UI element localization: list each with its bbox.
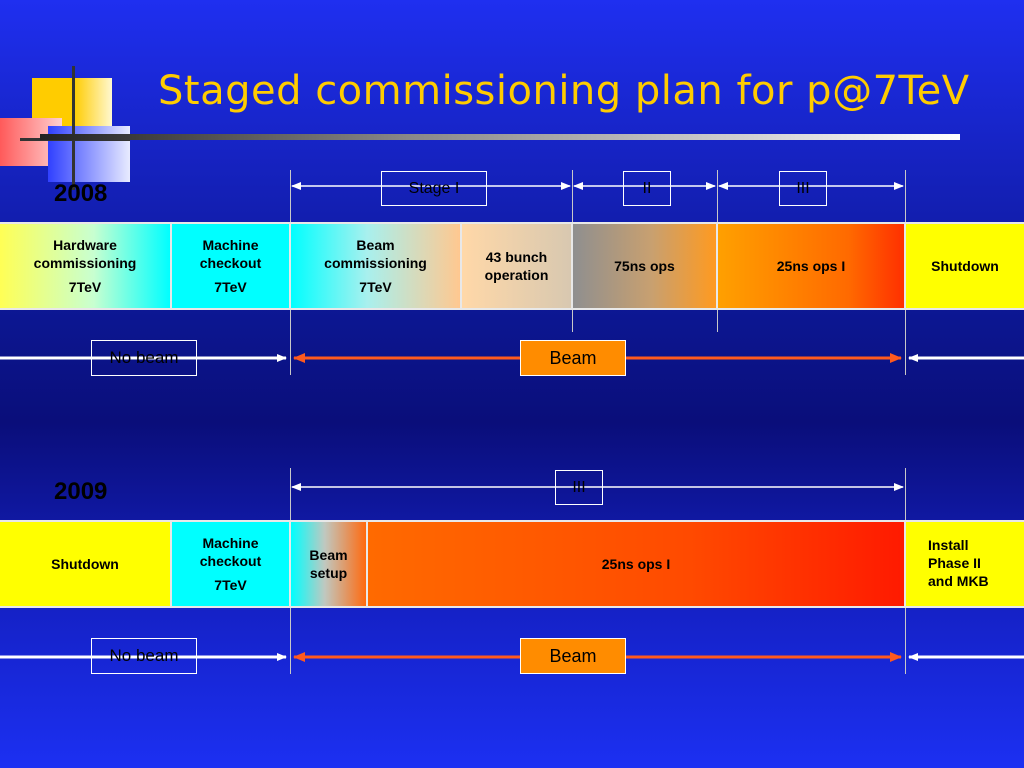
cell-label: Install Phase II and MKB [928, 537, 989, 589]
stage-1-label: Stage I [381, 171, 487, 206]
cell-label: 43 bunch operation [484, 249, 549, 283]
cell-label: Shutdown [51, 556, 119, 572]
cell-sub-label: 7TeV [359, 279, 392, 295]
cell-label: Beam commissioning [324, 237, 427, 271]
cell-label: Shutdown [931, 258, 999, 274]
page-title: Staged commissioning plan for p@7TeV [158, 68, 970, 114]
cell-25ns-ops-2008: 25ns ops I [718, 224, 906, 308]
no-beam-label-2008: No beam [91, 340, 197, 376]
phase-row-2008: Hardware commissioning 7TeV Machine chec… [0, 222, 1024, 310]
no-beam-label-2009: No beam [91, 638, 197, 674]
beam-label-2009: Beam [520, 638, 626, 674]
cell-machine-checkout-2008: Machine checkout 7TeV [172, 224, 291, 308]
phase-row-2009: Shutdown Machine checkout 7TeV Beam setu… [0, 520, 1024, 608]
cell-label: 25ns ops I [601, 556, 671, 572]
cell-shutdown-2008: Shutdown [906, 224, 1024, 308]
cell-label: Machine checkout [199, 535, 262, 569]
stage-3-label: III [779, 171, 827, 206]
cell-label: Machine checkout [199, 237, 262, 271]
cell-sub-label: 7TeV [68, 279, 102, 295]
cell-sub-label: 7TeV [214, 279, 247, 295]
logo-vertical-line [72, 66, 75, 190]
cell-beam-setup: Beam setup [291, 522, 368, 606]
year-label-2008: 2008 [54, 180, 108, 207]
cell-hardware-commissioning: Hardware commissioning 7TeV [0, 224, 172, 308]
cell-shutdown-2009: Shutdown [0, 522, 172, 606]
beam-label-2008: Beam [520, 340, 626, 376]
stage-2-label: II [623, 171, 671, 206]
cell-label: Beam setup [309, 547, 348, 581]
cell-25ns-ops-2009: 25ns ops I [368, 522, 906, 606]
cell-machine-checkout-2009: Machine checkout 7TeV [172, 522, 291, 606]
year-label-2009: 2009 [54, 478, 108, 505]
title-underline [40, 134, 960, 140]
cell-sub-label: 7TeV [214, 577, 247, 593]
cell-label: 75ns ops [614, 258, 675, 274]
stage-3-label-2009: III [555, 470, 603, 505]
cell-43-bunch-operation: 43 bunch operation [462, 224, 573, 308]
cell-beam-commissioning: Beam commissioning 7TeV [291, 224, 462, 308]
cell-75ns-ops: 75ns ops [573, 224, 718, 308]
cell-label: Hardware commissioning [33, 237, 137, 271]
cell-install-phase-ii: Install Phase II and MKB [906, 522, 1024, 606]
cell-label: 25ns ops I [776, 258, 846, 274]
